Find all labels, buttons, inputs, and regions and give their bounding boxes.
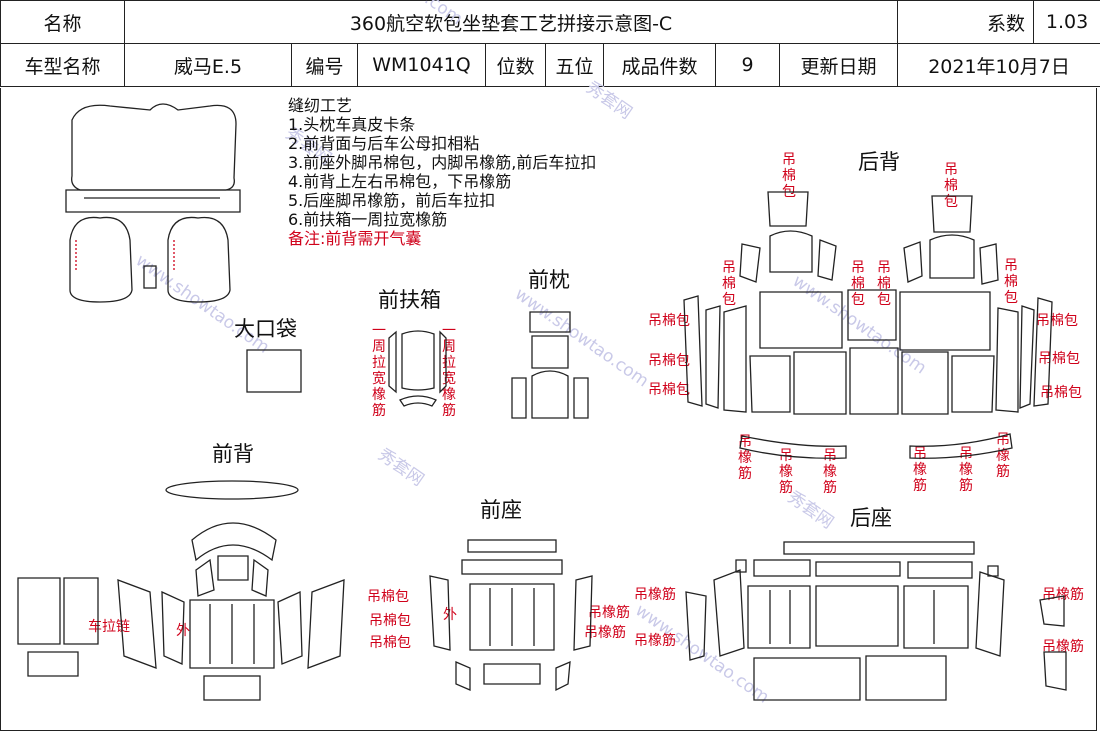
label-hang-elastic: 吊橡筋 bbox=[634, 633, 676, 649]
date-label: 更新日期 bbox=[778, 43, 899, 87]
label-hang-cotton-pack: 吊棉包 bbox=[648, 353, 690, 369]
seat-overview-illustration bbox=[65, 103, 241, 303]
document-title: 360航空软包坐垫套工艺拼接示意图-C bbox=[123, 0, 899, 44]
label-hang-cotton-pack: 吊棉包 bbox=[648, 313, 690, 329]
sewing-notes: 缝纫工艺 1.头枕车真皮卡条 2.前背面与后车公母扣相粘 3.前座外脚吊棉包，内… bbox=[288, 96, 596, 248]
label-hang-cotton-pack: 吊棉包 bbox=[944, 162, 958, 210]
seats-label: 位数 bbox=[485, 43, 546, 87]
note-item: 2.前背面与后车公母扣相粘 bbox=[288, 134, 480, 153]
drawing-frame bbox=[0, 88, 1097, 731]
label-hang-cotton-pack: 吊棉包 bbox=[1004, 258, 1018, 306]
label-hang-cotton-pack: 吊棉包 bbox=[369, 613, 411, 629]
label-outer: 外 bbox=[443, 607, 457, 623]
section-title-front-armrest: 前扶箱 bbox=[378, 288, 441, 312]
note-item: 1.头枕车真皮卡条 bbox=[288, 115, 416, 134]
header-table: 名称 360航空软包坐垫套工艺拼接示意图-C 系数 1.03 车型名称 威马E.… bbox=[0, 0, 1100, 87]
label-armrest-elastic: 一周拉宽橡筋 bbox=[372, 323, 386, 419]
note-item: 3.前座外脚吊棉包，内脚吊橡筋,前后车拉扣 bbox=[288, 153, 597, 172]
label-hang-elastic: 吊橡筋 bbox=[996, 432, 1010, 480]
label-hang-cotton-pack: 吊棉包 bbox=[367, 589, 409, 605]
seats-value: 五位 bbox=[545, 43, 604, 87]
label-hang-cotton-pack: 吊棉包 bbox=[1038, 351, 1080, 367]
pieces-label: 成品件数 bbox=[603, 43, 716, 87]
label-hang-cotton-pack: 吊棉包 bbox=[369, 635, 411, 651]
label-hang-elastic: 吊橡筋 bbox=[588, 605, 630, 621]
label-hang-elastic: 吊橡筋 bbox=[779, 448, 793, 496]
front-seat-pieces bbox=[429, 539, 593, 692]
label-hang-cotton-pack: 吊棉包 bbox=[722, 260, 736, 308]
label-hang-cotton-pack: 吊棉包 bbox=[782, 152, 796, 200]
notes-title: 缝纫工艺 bbox=[288, 96, 353, 115]
label-hang-cotton-pack: 吊棉包 bbox=[1040, 385, 1082, 401]
label-hang-cotton-pack: 吊棉包 bbox=[648, 382, 690, 398]
label-hang-cotton-pack: 吊棉包 bbox=[877, 260, 891, 308]
rear-back-pieces bbox=[683, 191, 1053, 459]
date-value: 2021年10月7日 bbox=[897, 43, 1100, 87]
section-title-big-pocket: 大口袋 bbox=[234, 317, 297, 341]
label-hang-elastic: 吊橡筋 bbox=[913, 446, 927, 494]
big-pocket-piece bbox=[246, 349, 302, 393]
section-title-rear-seat: 后座 bbox=[850, 506, 892, 530]
note-item: 4.前背上左右吊棉包，下吊橡筋 bbox=[288, 172, 512, 191]
note-item: 5.后座脚吊橡筋，前后车拉扣 bbox=[288, 191, 496, 210]
label-hang-elastic: 吊橡筋 bbox=[584, 625, 626, 641]
front-armrest-pieces bbox=[388, 330, 447, 407]
label-hang-elastic: 吊橡筋 bbox=[823, 448, 837, 496]
note-item: 6.前扶箱一周拉宽橡筋 bbox=[288, 210, 448, 229]
section-title-rear-back: 后背 bbox=[858, 150, 900, 174]
code-label: 编号 bbox=[291, 43, 358, 87]
section-title-front-seat: 前座 bbox=[480, 498, 522, 522]
label-hang-elastic: 吊橡筋 bbox=[1042, 587, 1084, 603]
notes-remark: 备注:前背需开气囊 bbox=[288, 229, 422, 248]
rear-seat-pieces bbox=[685, 541, 1067, 701]
label-hang-cotton-pack: 吊棉包 bbox=[1036, 313, 1078, 329]
label-hang-elastic: 吊橡筋 bbox=[959, 446, 973, 494]
label-hang-cotton-pack: 吊棉包 bbox=[851, 260, 865, 308]
label-hang-elastic: 吊橡筋 bbox=[634, 587, 676, 603]
pieces-value: 9 bbox=[715, 43, 780, 87]
section-title-front-headrest: 前枕 bbox=[528, 268, 570, 292]
front-back-pieces bbox=[17, 480, 345, 701]
section-title-front-back: 前背 bbox=[212, 442, 254, 466]
name-label: 名称 bbox=[0, 0, 125, 44]
code-value: WM1041Q bbox=[357, 43, 486, 87]
label-hang-elastic: 吊橡筋 bbox=[1042, 639, 1084, 655]
coefficient-value: 1.03 bbox=[1033, 0, 1100, 44]
front-headrest-pieces bbox=[511, 311, 589, 419]
